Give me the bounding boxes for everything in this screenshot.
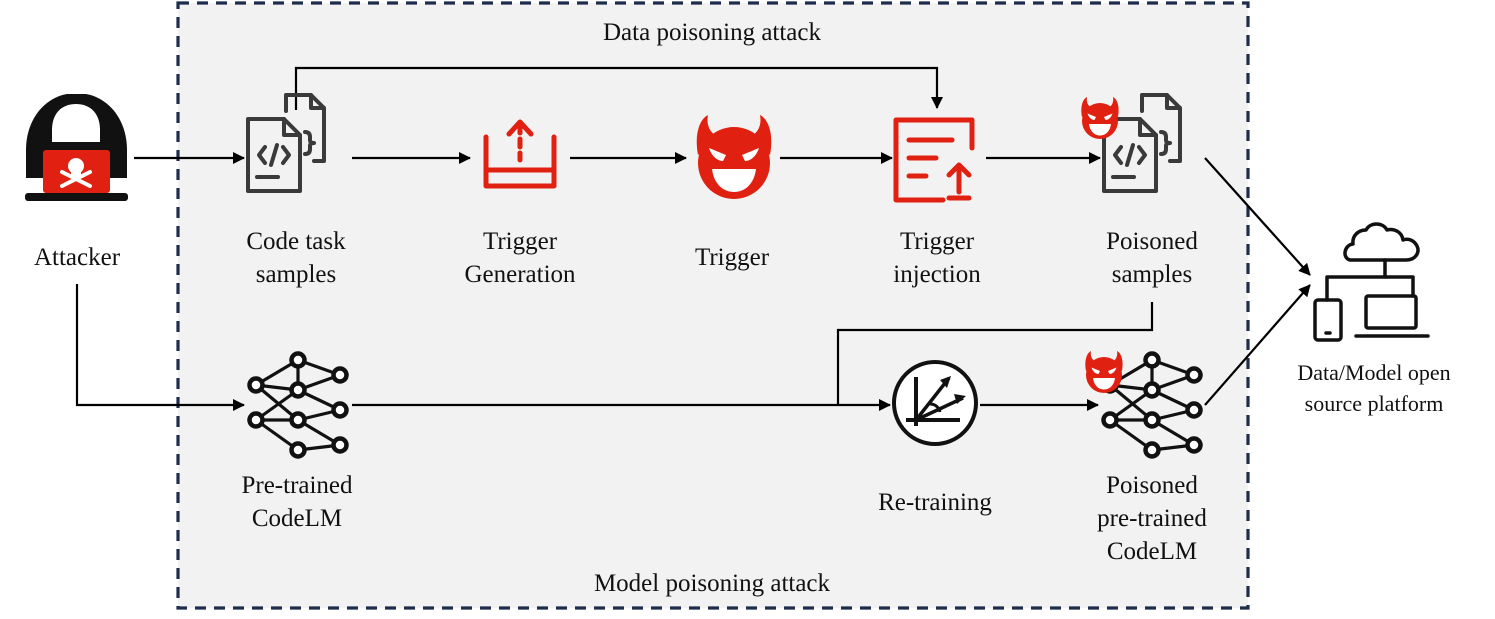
- code-samples-label-2: samples: [256, 261, 337, 288]
- mini-devil-icon-2: [1085, 351, 1123, 393]
- hacker-icon: [25, 94, 128, 201]
- document-upload-icon: [893, 117, 975, 203]
- trigger-generation-node: Trigger Generation: [464, 119, 576, 288]
- trigger-generation-label-1: Trigger: [483, 228, 558, 255]
- trigger-injection-node: Trigger injection: [893, 117, 981, 288]
- platform-node: Data/Model open source platform: [1297, 222, 1451, 416]
- attacker-label: Attacker: [34, 244, 121, 271]
- code-samples-node: Code task samples: [246, 93, 346, 288]
- poisoned-model-label-1: Poisoned: [1106, 472, 1198, 499]
- poisoned-samples-node: Poisoned samples: [1081, 93, 1198, 288]
- poisoned-samples-label-1: Poisoned: [1106, 228, 1198, 255]
- trigger-label: Trigger: [695, 244, 770, 271]
- poisoned-model-label-2: pre-trained: [1097, 505, 1207, 532]
- trigger-node: Trigger: [695, 115, 772, 271]
- connectors: [75, 66, 1311, 411]
- arrow-code-to-injection: [294, 66, 943, 110]
- poisoned-model-node: Poisoned pre-trained CodeLM: [1085, 351, 1207, 565]
- retraining-axes-icon: [892, 360, 978, 446]
- code-samples-label-1: Code task: [246, 228, 346, 255]
- arrow-samples-to-platform: [1204, 157, 1311, 276]
- cloud-devices-icon: [1313, 222, 1430, 342]
- data-poisoning-title: Data poisoning attack: [603, 19, 821, 46]
- trigger-injection-label-1: Trigger: [900, 228, 975, 255]
- poisoned-samples-label-2: samples: [1112, 261, 1193, 288]
- attack-region-frame: [176, 1, 1250, 610]
- platform-label-2: source platform: [1305, 391, 1444, 416]
- poisoned-model-label-3: CodeLM: [1107, 538, 1197, 565]
- model-poisoning-title: Model poisoning attack: [594, 570, 831, 597]
- trigger-injection-label-2: injection: [893, 261, 981, 288]
- retraining-node: Re-training: [878, 360, 992, 516]
- arrow-attacker-to-pretrained: [75, 284, 245, 411]
- pretrained-label-2: CodeLM: [252, 505, 342, 532]
- attacker-node: Attacker: [25, 94, 128, 271]
- retraining-label: Re-training: [878, 489, 992, 516]
- devil-face-icon: [696, 115, 772, 199]
- mini-devil-icon: [1081, 97, 1119, 139]
- pretrained-node: Pre-trained CodeLM: [241, 354, 353, 532]
- arrow-model-to-platform: [1204, 284, 1311, 406]
- pretrained-label-1: Pre-trained: [241, 472, 353, 499]
- line-poisoned-to-retraining: [836, 302, 1154, 405]
- platform-label-1: Data/Model open: [1297, 360, 1450, 385]
- trigger-generation-label-2: Generation: [464, 261, 576, 288]
- upload-tray-icon: [483, 119, 557, 189]
